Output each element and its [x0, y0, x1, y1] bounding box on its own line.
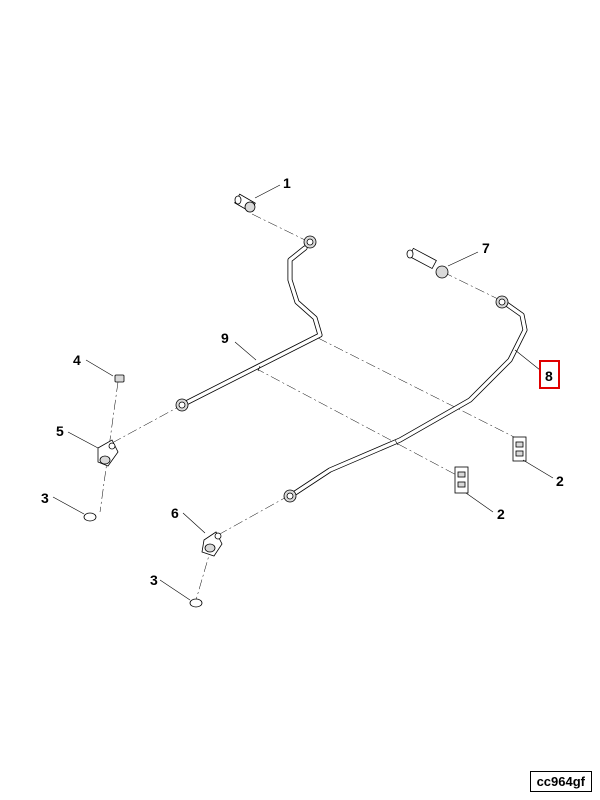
drawing-code-label: cc964gf	[529, 771, 592, 792]
callout-6: 6	[171, 505, 179, 521]
callout-8: 8	[545, 368, 553, 384]
callout-8-highlight-box	[539, 360, 560, 389]
connector-part-7	[406, 247, 449, 279]
callout-4: 4	[73, 352, 81, 368]
fitting-part-6	[201, 531, 223, 557]
clamp-part-2-upper	[512, 436, 527, 462]
connector-part-1	[234, 193, 256, 213]
callout-1: 1	[283, 175, 291, 191]
callout-2-upper: 2	[556, 473, 564, 489]
callout-leaders	[52, 184, 554, 601]
callout-3-right: 3	[150, 572, 158, 588]
o-ring-part-3-right	[189, 598, 203, 608]
tube-part-9	[175, 235, 323, 412]
tube-part-8	[283, 295, 528, 503]
clamp-part-2-lower	[454, 466, 469, 494]
callout-7: 7	[482, 240, 490, 256]
fitting-part-5	[97, 439, 119, 467]
callout-2-lower: 2	[497, 506, 505, 522]
o-ring-part-3-left	[83, 512, 97, 522]
callout-3-left: 3	[41, 490, 49, 506]
callout-5: 5	[56, 423, 64, 439]
callout-9: 9	[221, 330, 229, 346]
plug-part-4	[114, 374, 125, 383]
